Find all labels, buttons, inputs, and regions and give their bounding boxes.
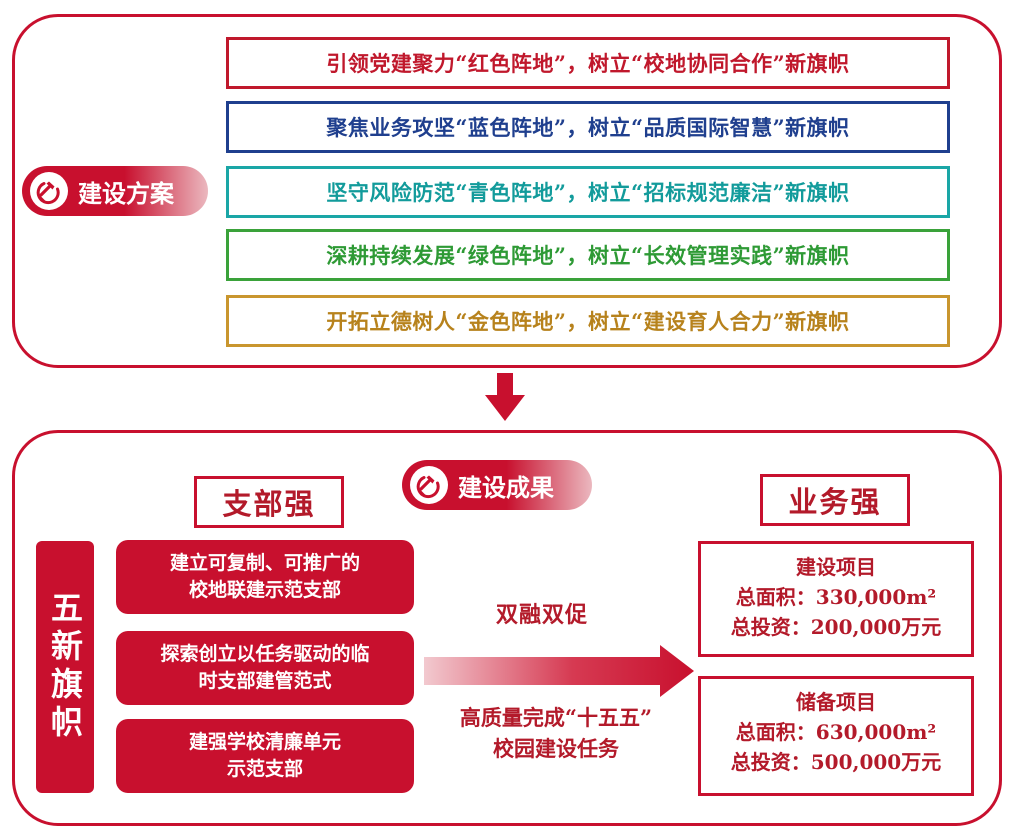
task-text: 高质量完成“十五五” 校园建设任务 bbox=[418, 702, 694, 764]
branch-item-line: 时支部建管范式 bbox=[198, 670, 332, 692]
branch-item: 建强学校清廉单元 示范支部 bbox=[116, 719, 414, 793]
project-investment: 总投资：200,000万元 bbox=[730, 615, 942, 639]
branch-item-line: 建强学校清廉单元 bbox=[188, 731, 341, 753]
task-line: 高质量完成“十五五” bbox=[459, 705, 653, 730]
project-investment: 总投资：500,000万元 bbox=[730, 750, 942, 774]
project-box-build: 建设项目 总面积：330,000m² 总投资：200,000万元 bbox=[698, 541, 974, 657]
branch-item-line: 建立可复制、可推广的 bbox=[169, 552, 360, 574]
branch-strong-title: 支部强 bbox=[194, 476, 344, 528]
branch-item-line: 探索创立以任务驱动的临 bbox=[160, 643, 370, 665]
branch-item: 探索创立以任务驱动的临 时支部建管范式 bbox=[116, 631, 414, 705]
business-strong-title: 业务强 bbox=[760, 474, 910, 526]
plan-label: 建设方案 bbox=[78, 178, 174, 208]
down-arrow-icon bbox=[485, 373, 525, 421]
right-arrow-icon bbox=[424, 645, 694, 697]
project-area: 总面积：630,000m² bbox=[735, 720, 937, 744]
party-emblem-icon bbox=[410, 466, 448, 504]
branch-item-line: 示范支部 bbox=[226, 758, 303, 780]
five-new-flags-label: 五新旗帜 bbox=[36, 541, 94, 793]
project-name: 储备项目 bbox=[796, 690, 876, 714]
plan-row-gold: 开拓立德树人“金色阵地”，树立“建设育人合力”新旗帜 bbox=[226, 295, 950, 347]
plan-row-green: 深耕持续发展“绿色阵地”，树立“长效管理实践”新旗帜 bbox=[226, 229, 950, 281]
result-label-pill: 建设成果 bbox=[402, 460, 592, 510]
plan-row-red: 引领党建聚力“红色阵地”，树立“校地协同合作”新旗帜 bbox=[226, 37, 950, 89]
project-name: 建设项目 bbox=[796, 555, 876, 579]
fusion-label: 双融双促 bbox=[496, 602, 589, 628]
plan-row-teal: 坚守风险防范“青色阵地”，树立“招标规范廉洁”新旗帜 bbox=[226, 166, 950, 218]
plan-row-blue: 聚焦业务攻坚“蓝色阵地”，树立“品质国际智慧”新旗帜 bbox=[226, 101, 950, 153]
branch-item: 建立可复制、可推广的 校地联建示范支部 bbox=[116, 540, 414, 614]
project-area: 总面积：330,000m² bbox=[735, 585, 937, 609]
plan-label-pill: 建设方案 bbox=[22, 166, 208, 216]
task-line: 校园建设任务 bbox=[493, 736, 619, 761]
party-emblem-icon bbox=[30, 172, 68, 210]
branch-item-line: 校地联建示范支部 bbox=[188, 579, 341, 601]
project-box-reserve: 储备项目 总面积：630,000m² 总投资：500,000万元 bbox=[698, 676, 974, 796]
result-label: 建设成果 bbox=[458, 472, 554, 502]
